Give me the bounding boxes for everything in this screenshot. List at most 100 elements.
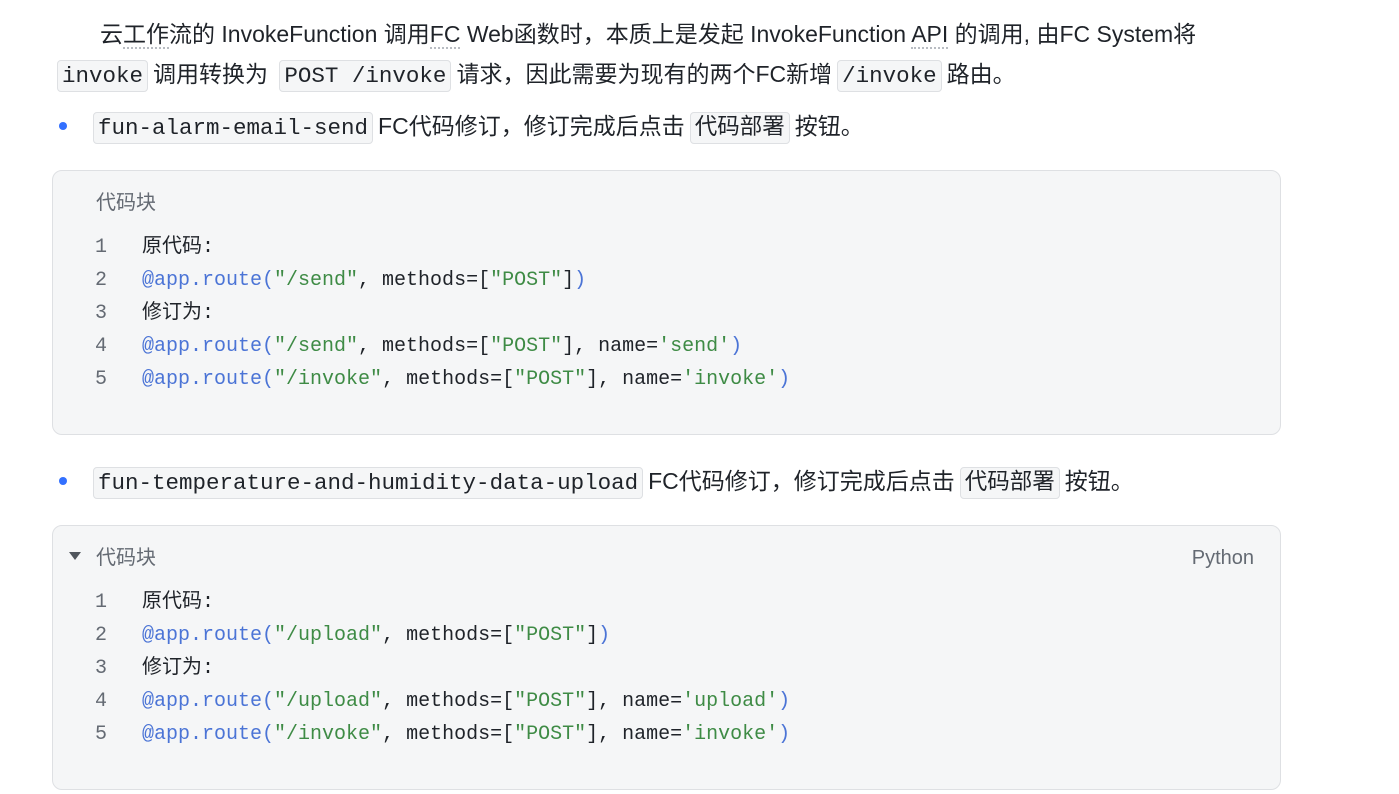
inline-code-function-name: fun-alarm-email-send: [93, 112, 374, 144]
code-token: ]: [586, 624, 599, 647]
code-line: 4@app.route("/upload", methods=["POST"],…: [53, 685, 1280, 718]
code-token-string: "POST": [490, 335, 563, 358]
line-number: 5: [94, 723, 107, 746]
code-token-decorator: @app.route(: [142, 269, 275, 292]
code-token: 原代码:: [142, 591, 215, 614]
code-text: 修订为:: [142, 297, 214, 330]
code-token-string: "/send": [274, 335, 359, 358]
code-token-string: 'invoke': [682, 368, 779, 391]
inline-code: POST /invoke: [279, 60, 452, 92]
code-token-string: "POST": [514, 368, 587, 391]
code-line: 1 原代码:: [53, 231, 1280, 264]
code-token-string: "POST": [514, 690, 587, 713]
inline-code: invoke: [57, 60, 149, 92]
inline-code-button-name: 代码部署: [689, 112, 790, 144]
bullet-item: fun-temperature-and-humidity-data-upload…: [52, 461, 1352, 501]
intro-line-1: 云工作流的 InvokeFunction 调用FC Web函数时，本质上是发起 …: [52, 14, 1352, 54]
glossary-term[interactable]: FC: [429, 21, 461, 49]
code-token-string: 'invoke': [682, 723, 779, 746]
line-number: 1: [94, 591, 107, 614]
code-line: 3 修订为:: [53, 652, 1280, 685]
line-number: 5: [94, 368, 107, 391]
code-block-title: 代码块: [96, 192, 156, 214]
code-token-string: 'send': [658, 335, 731, 358]
line-number: 3: [94, 657, 107, 680]
code-token: , methods=[: [382, 723, 515, 746]
code-line: 2 @app.route("/upload", methods=["POST"]): [53, 619, 1280, 652]
code-token-decorator: ): [778, 368, 791, 391]
intro-text: 路由。: [946, 61, 1016, 87]
code-token-decorator: ): [730, 335, 743, 358]
bullet-dot-icon: [59, 122, 67, 130]
code-text: 修订为:: [142, 652, 214, 685]
code-token-decorator: ): [778, 723, 791, 746]
caret-down-icon[interactable]: [69, 552, 81, 560]
intro-text: 请求，因此需要为现有的两个FC新增: [456, 61, 833, 87]
code-text: @app.route("/send", methods=["POST"]): [142, 264, 586, 297]
inline-code-function-name: fun-temperature-and-humidity-data-upload: [93, 467, 644, 499]
bullet-suffix: 按钮。: [794, 113, 864, 139]
code-text: @app.route("/invoke", methods=["POST"], …: [142, 718, 790, 751]
code-line: 4@app.route("/send", methods=["POST"], n…: [53, 330, 1280, 363]
code-token: 原代码:: [142, 236, 215, 259]
code-language-selector[interactable]: Python: [1191, 547, 1254, 569]
code-line: 1 原代码:: [53, 586, 1280, 619]
bullet-suffix: 按钮。: [1064, 468, 1134, 494]
line-number: 4: [94, 335, 107, 358]
intro-text: Web函数时，本质上是发起 InvokeFunction: [460, 21, 912, 47]
code-token-string: "/invoke": [274, 368, 383, 391]
code-token-string: "/upload": [274, 690, 383, 713]
code-text: 原代码:: [142, 231, 214, 264]
code-token-string: "/send": [274, 269, 359, 292]
code-line: 3 修订为:: [53, 297, 1280, 330]
glossary-term[interactable]: 工作: [123, 21, 169, 49]
inline-code: /invoke: [837, 60, 942, 92]
line-number: 3: [94, 302, 107, 325]
code-token: , methods=[: [382, 368, 515, 391]
code-token: , methods=[: [382, 624, 515, 647]
inline-code-button-name: 代码部署: [959, 467, 1060, 499]
code-token: , methods=[: [358, 269, 491, 292]
code-token: , methods=[: [358, 335, 491, 358]
code-token-decorator: @app.route(: [142, 723, 275, 746]
code-token-string: "POST": [514, 624, 587, 647]
code-token: , methods=[: [382, 690, 515, 713]
bullet-dot-icon: [59, 477, 67, 485]
code-token-string: "/upload": [274, 624, 383, 647]
bullet-text: FC代码修订，修订完成后点击: [378, 113, 685, 139]
code-line: 5 @app.route("/invoke", methods=["POST"],…: [53, 718, 1280, 751]
glossary-term[interactable]: API: [911, 21, 949, 49]
line-number: 2: [94, 269, 107, 292]
intro-text: 调用转换为: [153, 61, 275, 87]
line-number: 2: [94, 624, 107, 647]
code-text: 原代码:: [142, 586, 214, 619]
intro-text: 云: [100, 21, 123, 47]
code-line: 5 @app.route("/invoke", methods=["POST"],…: [53, 363, 1280, 396]
bullet-content: fun-temperature-and-humidity-data-upload…: [88, 461, 1134, 501]
intro-text: 的调用, 由FC System将: [948, 21, 1197, 47]
code-token-string: "POST": [490, 269, 563, 292]
code-token: ]: [562, 269, 575, 292]
code-token: ], name=: [586, 690, 683, 713]
code-token: 修订为:: [142, 657, 215, 680]
code-token-decorator: @app.route(: [142, 368, 275, 391]
code-token-decorator: @app.route(: [142, 690, 275, 713]
bullet-text: FC代码修订，修订完成后点击: [648, 468, 955, 494]
code-token-decorator: ): [778, 690, 791, 713]
code-text: @app.route("/upload", methods=["POST"]): [142, 619, 610, 652]
intro-paragraph: 云工作流的 InvokeFunction 调用FC Web函数时，本质上是发起 …: [52, 14, 1352, 94]
code-token-string: 'upload': [682, 690, 779, 713]
code-token-decorator: ): [574, 269, 587, 292]
code-token: 修订为:: [142, 302, 215, 325]
line-number: 1: [94, 236, 107, 259]
code-line: 2 @app.route("/send", methods=["POST"]): [53, 264, 1280, 297]
code-token: ], name=: [586, 368, 683, 391]
code-token-decorator: ): [598, 624, 611, 647]
code-text: @app.route("/invoke", methods=["POST"], …: [142, 363, 790, 396]
